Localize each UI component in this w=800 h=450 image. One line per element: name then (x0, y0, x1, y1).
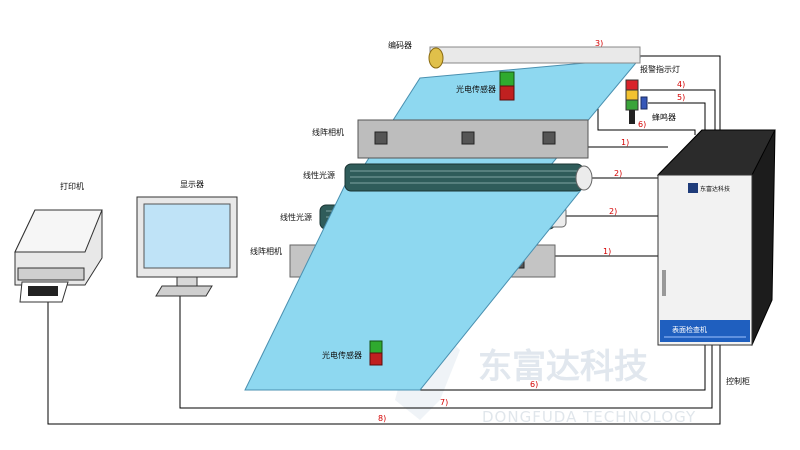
alarm-red-icon (625, 79, 639, 91)
lens-icon (542, 131, 556, 145)
printer-label: 打印机 (60, 181, 84, 191)
line-camera-top: 线阵相机 (312, 119, 589, 159)
watermark-cn: 东富达科技 (478, 347, 648, 387)
control-cabinet: 东富达科技 表面检查机 控制柜 (656, 129, 776, 386)
num-1-top: 1) (621, 138, 629, 147)
alarm-assembly: 报警指示灯 蜂鸣器 (625, 64, 680, 124)
photo-sensor-bottom-label: 光电传感器 (322, 350, 362, 360)
num-1-bottom: 1) (603, 247, 611, 256)
alarm-pole (629, 110, 635, 124)
line-light-top-label: 线性光源 (303, 170, 335, 180)
wire-5 (648, 102, 706, 135)
line-light-top: 线性光源 (303, 163, 593, 192)
line-camera-bottom-label: 线阵相机 (250, 246, 282, 256)
cabinet-handle (662, 270, 666, 296)
encoder-roller (429, 46, 641, 64)
lens-icon (374, 131, 388, 145)
num-6-bottom: 6) (530, 380, 538, 389)
num-2-bottom: 2) (609, 207, 617, 216)
num-2-top: 2) (614, 169, 622, 178)
lens-icon (461, 131, 475, 145)
buzzer-icon (640, 96, 648, 110)
alarm-green-icon (625, 99, 639, 111)
encoder: 编码器 (388, 40, 641, 69)
monitor-screen (143, 203, 231, 269)
sensor-green-icon (499, 71, 515, 87)
num-6-top: 6) (638, 120, 646, 129)
line-camera-top-label: 线阵相机 (312, 127, 344, 137)
num-7: 7) (440, 398, 448, 407)
monitor-stand (155, 285, 213, 297)
encoder-label: 编码器 (388, 40, 412, 50)
photo-sensor-top: 光电传感器 (456, 71, 515, 101)
line-light-bottom-label: 线性光源 (280, 212, 312, 222)
monitor-label: 显示器 (180, 180, 204, 189)
wire-7 (179, 296, 713, 409)
printer: 打印机 (14, 181, 103, 303)
cabinet-front (657, 174, 753, 346)
num-3: 3) (595, 39, 603, 48)
wire-4 (640, 89, 716, 135)
sensor-green-icon (369, 340, 383, 354)
cabinet-brand: 东富达科技 (700, 185, 730, 193)
monitor: 显示器 (136, 180, 238, 297)
cabinet-panel-label: 表面检查机 (672, 325, 707, 334)
sensor-red-icon (499, 85, 515, 101)
sensor-red-icon (369, 352, 383, 366)
light-end-cap (575, 165, 593, 191)
buzzer-label: 蜂鸣器 (652, 112, 676, 122)
num-5: 5) (677, 93, 685, 102)
watermark-en: DONGFUDA TECHNOLOGY (482, 408, 696, 426)
alarm-yellow-icon (625, 89, 639, 101)
alarm-light-label: 报警指示灯 (640, 64, 680, 74)
encoder-icon (428, 47, 444, 69)
num-4: 4) (677, 80, 685, 89)
photo-sensor-bottom: 光电传感器 (322, 340, 383, 366)
control-cabinet-label: 控制柜 (726, 376, 750, 386)
photo-sensor-top-label: 光电传感器 (456, 84, 496, 94)
num-8: 8) (378, 414, 386, 423)
wire-8 (47, 300, 721, 425)
brand-logo-icon (688, 183, 698, 193)
connection-numbers: 3) 4) 5) 6) 1) 2) 2) 1) 6) 7) 8) (378, 39, 685, 423)
